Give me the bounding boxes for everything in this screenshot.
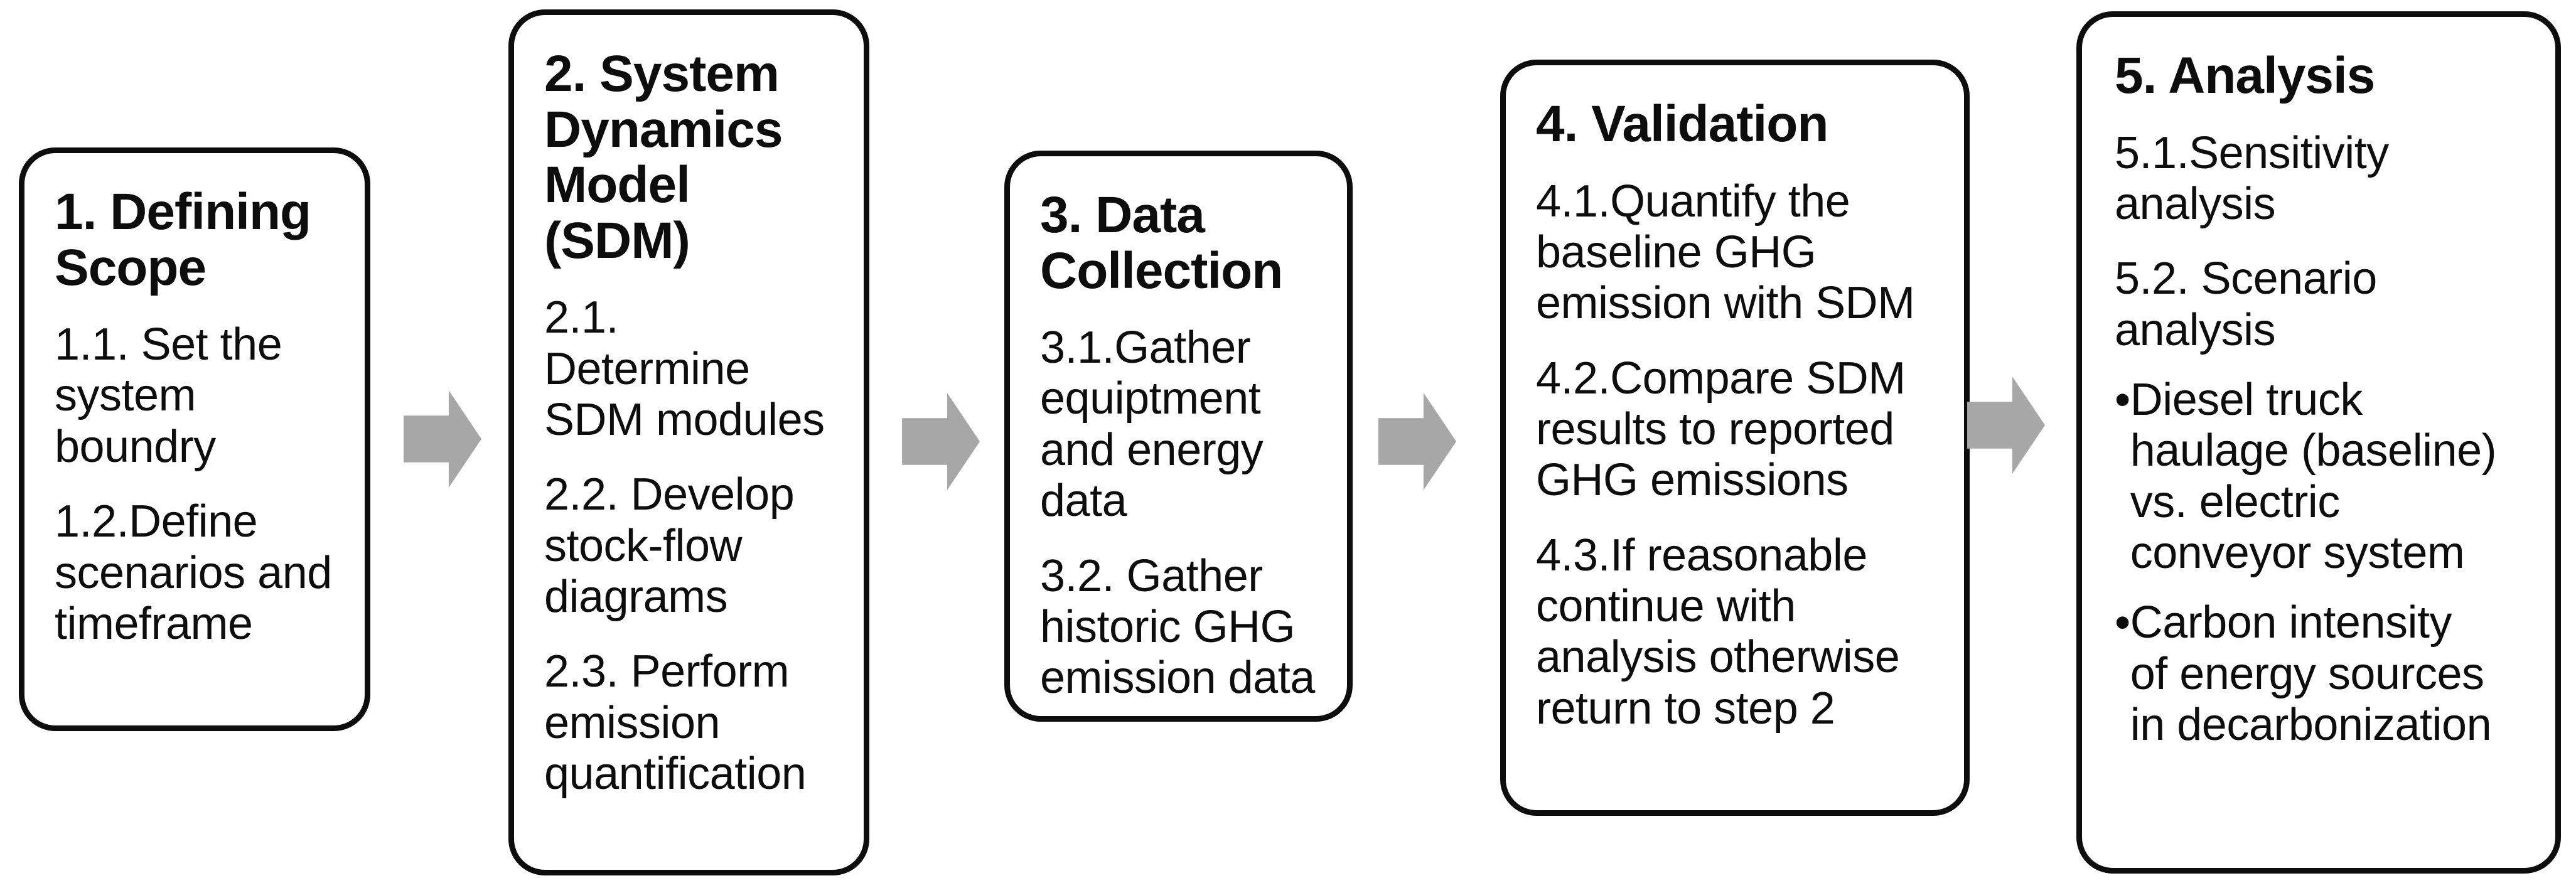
- step-title: 3. Data Collection: [1040, 186, 1283, 299]
- step-title: 1. Defining Scope: [55, 183, 311, 296]
- step-item: 1.2.Define scenarios and timeframe: [55, 496, 332, 649]
- step-item: 4.2.Compare SDM results to reported GHG …: [1536, 353, 1906, 506]
- step-box-system-dynamics-model: 2. System Dynamics Model (SDM) 2.1. Dete…: [508, 9, 869, 875]
- bullet-icon: •: [2115, 597, 2130, 648]
- step-item: 3.1.Gather equiptment and energy data: [1040, 323, 1264, 527]
- step-item: 2.3. Perform emission quantification: [544, 646, 807, 800]
- step-box-data-collection: 3. Data Collection 3.1.Gather equiptment…: [1004, 151, 1353, 722]
- step-item: • Diesel truck haulage (baseline) vs. el…: [2115, 375, 2539, 579]
- step-item: • Carbon intensity of energy sources in …: [2115, 597, 2539, 751]
- step-item: 5.1.Sensitivity analysis: [2115, 127, 2389, 229]
- bullet-icon: •: [2115, 374, 2130, 425]
- arrow-right-icon: [1378, 393, 1456, 490]
- arrow-right-icon: [1967, 377, 2045, 474]
- step-item: 4.3.If reasonable continue with analysis…: [1536, 530, 1900, 734]
- step-item: 1.1. Set the system boundry: [55, 319, 282, 472]
- step-box-validation: 4. Validation 4.1.Quantify the baseline …: [1500, 60, 1970, 816]
- step-box-analysis: 5. Analysis 5.1.Sensitivity analysis 5.2…: [2076, 11, 2561, 874]
- step-item: 2.1. Determine SDM modules: [544, 292, 825, 445]
- step-title: 5. Analysis: [2115, 47, 2375, 104]
- step-item: 4.1.Quantify the baseline GHG emission w…: [1536, 176, 1915, 329]
- step-item: 2.2. Develop stock-flow diagrams: [544, 469, 795, 622]
- arrow-right-icon: [902, 393, 980, 490]
- step-item: 5.2. Scenario analysis: [2115, 254, 2377, 355]
- step-item-text: Carbon intensity of energy sources in de…: [2130, 597, 2492, 751]
- step-title: 4. Validation: [1536, 95, 1828, 152]
- step-box-defining-scope: 1. Defining Scope 1.1. Set the system bo…: [19, 147, 370, 731]
- step-item: 3.2. Gather historic GHG emission data: [1040, 550, 1315, 703]
- arrow-right-icon: [404, 390, 481, 488]
- step-title: 2. System Dynamics Model (SDM): [544, 45, 783, 269]
- step-item-text: Diesel truck haulage (baseline) vs. elec…: [2130, 374, 2497, 579]
